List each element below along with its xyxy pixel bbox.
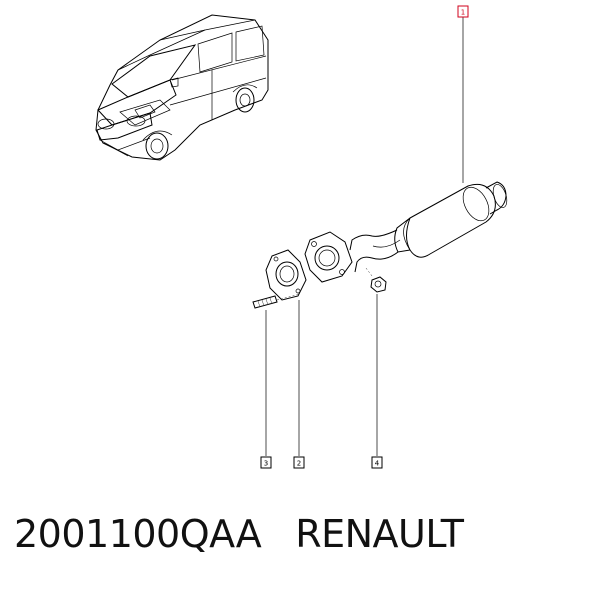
exhaust-pipe-assembly: [304, 181, 508, 283]
callout-nut: 4: [371, 456, 383, 469]
stud-part: [252, 293, 301, 309]
callout-gasket: 2: [293, 456, 305, 469]
callout-main: 1: [457, 5, 469, 18]
svg-text:1: 1: [461, 9, 465, 17]
svg-text:4: 4: [375, 460, 380, 468]
part-number: 2001100QAA: [14, 512, 262, 556]
nut-part: [365, 267, 387, 293]
brand-name: RENAULT: [295, 512, 464, 556]
parts-diagram: 1 3 2 4: [95, 5, 508, 469]
callout-stud: 3: [260, 456, 272, 469]
van-illustration: [95, 14, 269, 161]
svg-text:3: 3: [264, 460, 268, 468]
svg-text:2: 2: [297, 460, 301, 468]
part-caption: 2001100QAA RENAULT: [14, 512, 464, 556]
gasket-part: [265, 249, 307, 301]
